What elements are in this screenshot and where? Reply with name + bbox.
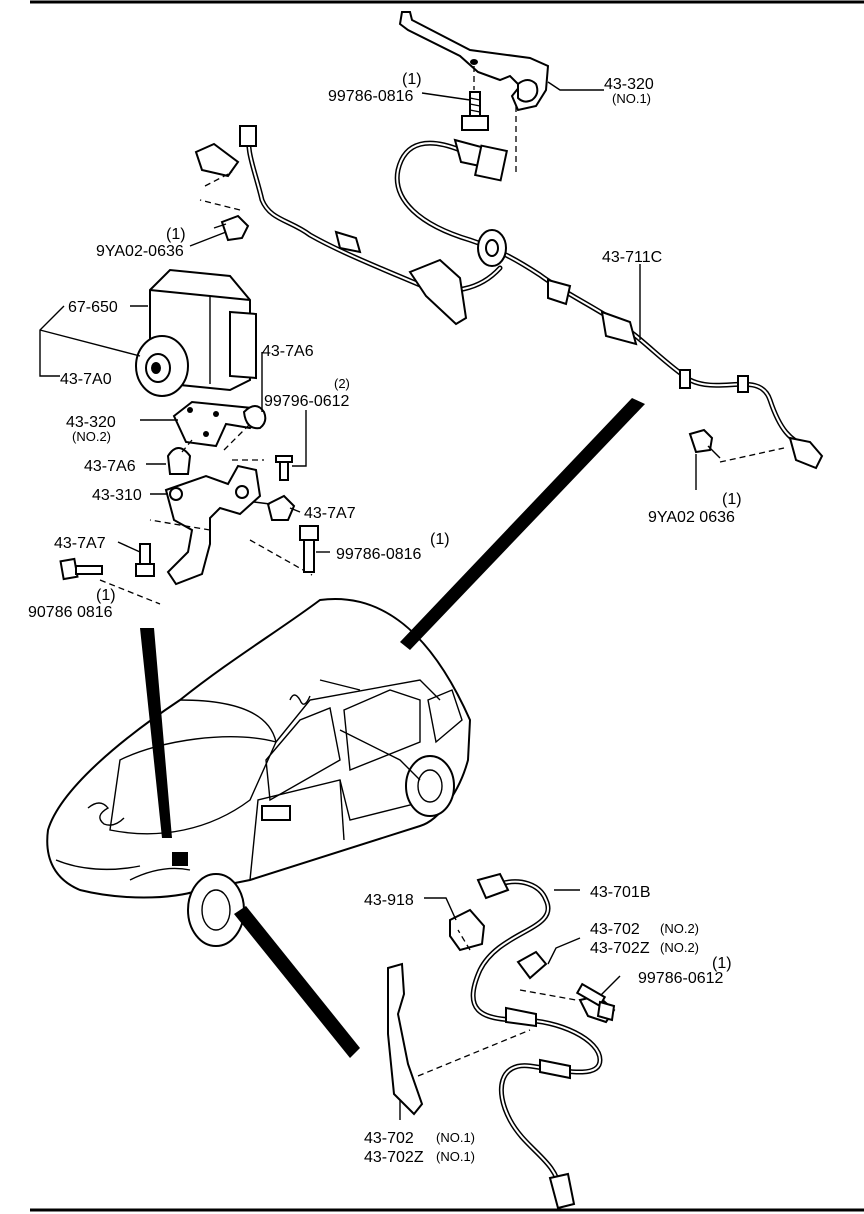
clip-no1-b-note: (NO.1): [436, 1149, 475, 1164]
bolt-9ya-right-qty: (1): [722, 491, 742, 508]
bolt-99786-mid-label: 99786-0816: [336, 546, 422, 563]
bolt-bottom-qty: (1): [712, 955, 732, 972]
clip-no1-a-note: (NO.1): [436, 1130, 475, 1145]
vehicle-drawing: [46, 598, 472, 947]
bracket-no1-drawing: [398, 11, 550, 176]
clip-no2-a-label: 43-702: [590, 921, 640, 938]
bolt-90786-label: 90786 0816: [28, 604, 113, 621]
bolt-99786-mid-qty: (1): [430, 531, 450, 548]
bracket-no1-label: 43-320: [604, 76, 654, 93]
insulator-lower-label: 43-7A6: [84, 458, 136, 475]
callout-harness: [400, 398, 645, 650]
clip-no1-b-label: 43-702Z: [364, 1149, 424, 1166]
bolt-bottom-label: 99786-0612: [638, 970, 724, 987]
bolt-99796-qty: (2): [334, 376, 350, 391]
bolt-9ya-top-qty: (1): [166, 226, 186, 243]
callout-abs: [140, 628, 172, 838]
bolt-9ya-top-drawing: [213, 214, 250, 242]
harness-drawing: [194, 125, 824, 470]
bolt-9ya-top-label: 9YA02-0636: [96, 243, 184, 260]
mount-bracket-drawing: [99, 400, 313, 605]
part-labels: (1) 99786-0816 43-320 (NO.1) (1) 9YA02-0…: [28, 71, 742, 1166]
nut-left-label: 43-7A7: [54, 535, 106, 552]
callout-sensor: [234, 906, 360, 1058]
top-bolt-label: 99786-0816: [328, 88, 414, 105]
top-bolt-qty: (1): [402, 71, 422, 88]
bolt-99786-mid-drawing: [299, 525, 319, 573]
clip-no2-b-label: 43-702Z: [590, 940, 650, 957]
bolt-bottom-drawing: [575, 982, 616, 1022]
bracket-no1-note: (NO.1): [612, 91, 651, 106]
bolt-99796-drawing: [275, 455, 293, 481]
clip-no2-b-note: (NO.2): [660, 940, 699, 955]
abs-unit-label: 43-7A0: [60, 371, 112, 388]
insulator-upper-label: 43-7A6: [262, 343, 314, 360]
bolt-90786-qty: (1): [96, 587, 116, 604]
nut-right-drawing: [253, 494, 296, 521]
sensor-front-label: 43-701B: [590, 884, 651, 901]
front-sensor-drawing: [387, 872, 616, 1210]
nut-left-drawing: [135, 543, 155, 577]
harness-label: 43-711C: [602, 249, 662, 266]
bracket-no2-label: 43-320: [66, 414, 116, 431]
leader-lines: [39, 81, 697, 1120]
sensor-rotor-label: 43-918: [364, 892, 414, 909]
clip-no1-a-label: 43-702: [364, 1130, 414, 1147]
nut-right-label: 43-7A7: [304, 505, 356, 522]
hydraulic-unit-label: 67-650: [68, 299, 118, 316]
clip-no2-a-note: (NO.2): [660, 921, 699, 936]
abs-unit-drawing: [135, 268, 257, 397]
bolt-9ya-right-label: 9YA02 0636: [648, 509, 735, 526]
mount-bracket-label: 43-310: [92, 487, 142, 504]
top-bolt-drawing: [461, 91, 489, 131]
bolt-90786-drawing: [59, 557, 103, 581]
bolt-9ya-right-drawing: [688, 428, 721, 459]
bracket-no2-note: (NO.2): [72, 429, 111, 444]
bolt-99796-label: 99796-0612: [264, 393, 350, 410]
